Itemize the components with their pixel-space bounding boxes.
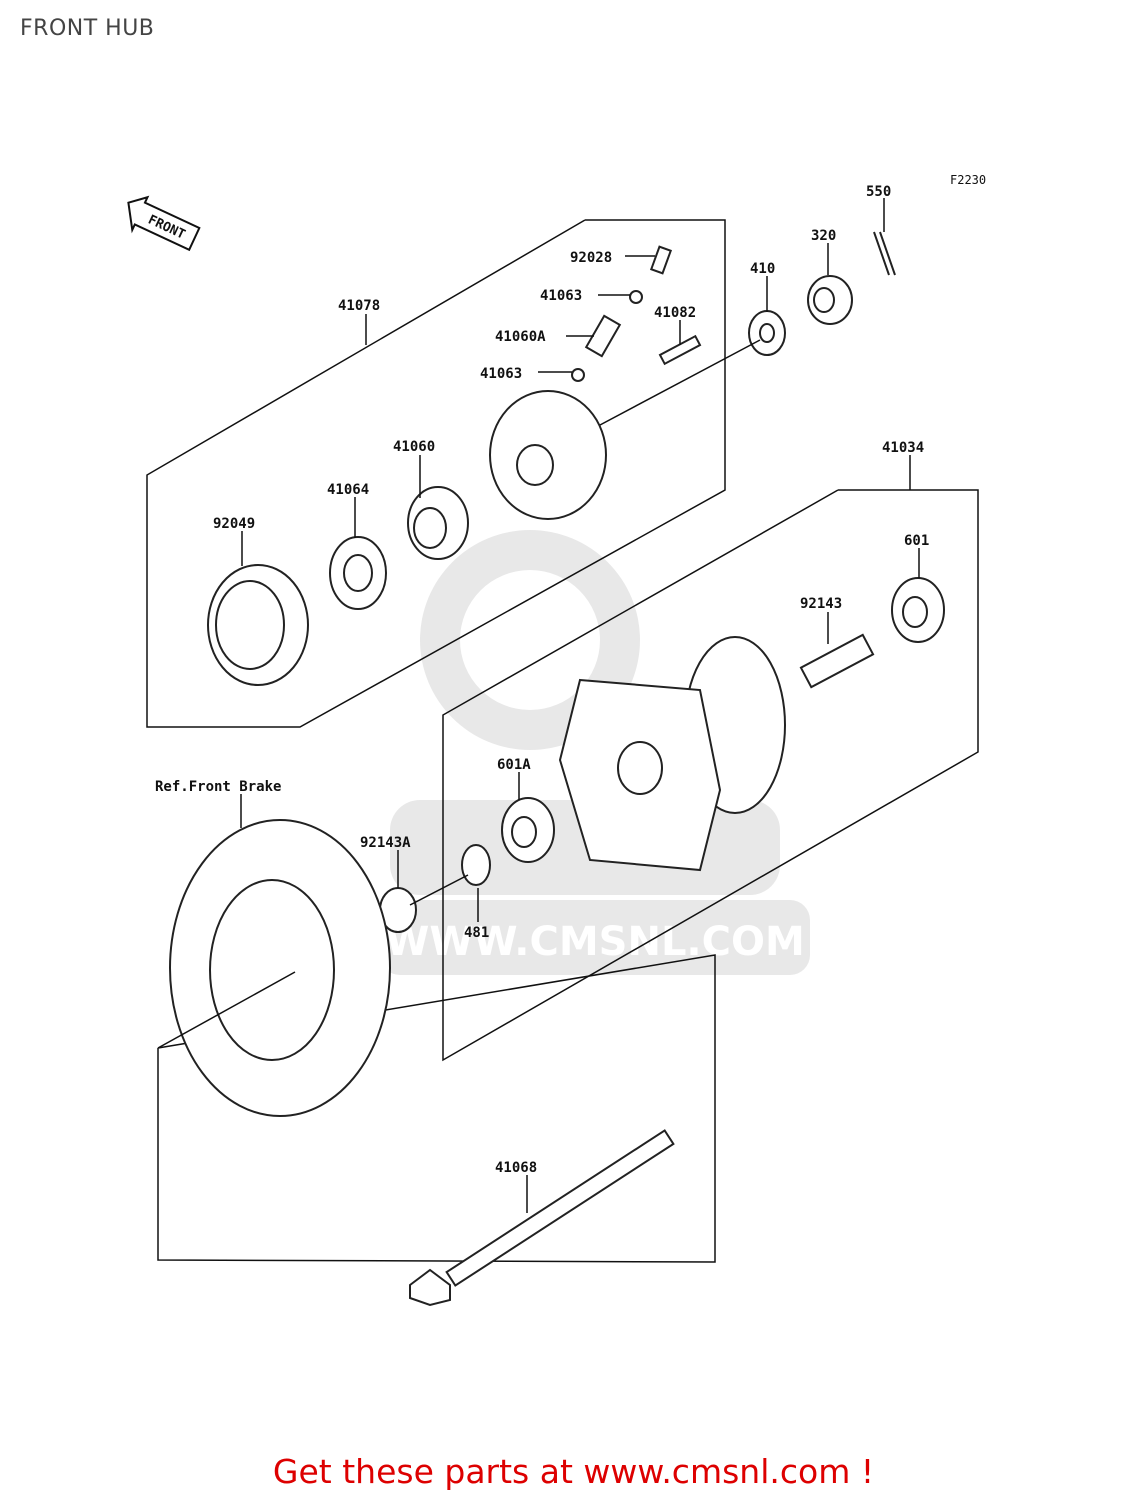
hub-41034-icon	[558, 636, 786, 872]
part-label-481[interactable]: 481	[464, 925, 489, 941]
watermark-text: WWW.CMSNL.COM	[385, 919, 805, 965]
washer-410-icon	[748, 310, 786, 356]
cta-link[interactable]: Get these parts at www.cmsnl.com !	[272, 1452, 875, 1491]
group-outline-41078	[146, 219, 726, 728]
circlip-481-icon	[461, 844, 491, 886]
part-label-41034[interactable]: 41034	[882, 440, 924, 456]
gear-41060-icon	[407, 486, 469, 560]
brake-disc-icon	[169, 819, 391, 1117]
leader-lines	[157, 198, 920, 1213]
group-outline-axle	[157, 954, 716, 1263]
part-label-41068[interactable]: 41068	[495, 1160, 537, 1176]
speedo-housing-icon	[489, 390, 607, 520]
nut-41063-icon	[629, 290, 643, 304]
part-label-41064[interactable]: 41064	[327, 482, 369, 498]
gear-41060A-icon	[584, 314, 622, 358]
page-title: FRONT HUB	[20, 16, 155, 41]
bearing-601-icon	[891, 577, 945, 643]
fitting-92028-icon	[649, 245, 673, 275]
reference-label: Ref.Front Brake	[155, 779, 281, 795]
part-label-41078[interactable]: 41078	[338, 298, 380, 314]
part-label-550[interactable]: 550	[866, 184, 891, 200]
part-label-92049[interactable]: 92049	[213, 516, 255, 532]
nut-41063b-icon	[571, 368, 585, 382]
parts-diagram: WWW.CMSNL.COM F2230 FRONT	[127, 173, 986, 1307]
part-label-41060[interactable]: 41060	[393, 439, 435, 455]
oil-seal-92049-icon	[207, 564, 309, 686]
part-label-92028[interactable]: 92028	[570, 250, 612, 266]
part-label-92143A[interactable]: 92143A	[360, 835, 411, 851]
retainer-41064-icon	[329, 536, 387, 610]
pin-41082-icon	[658, 334, 702, 366]
front-arrow-icon: FRONT	[127, 195, 201, 252]
part-label-41082[interactable]: 41082	[654, 305, 696, 321]
group-outline-41034	[442, 489, 979, 1062]
split-pin-icon	[873, 231, 896, 276]
part-label-41063b[interactable]: 41063	[480, 366, 522, 382]
bearing-601A-icon	[501, 797, 555, 863]
figure-code: F2230	[950, 173, 986, 187]
part-label-601[interactable]: 601	[904, 533, 929, 549]
part-label-92143[interactable]: 92143	[800, 596, 842, 612]
part-label-320[interactable]: 320	[811, 228, 836, 244]
axle-41068-icon	[409, 1129, 675, 1307]
spacer-92143-icon	[799, 633, 875, 689]
part-label-41060A[interactable]: 41060A	[495, 329, 546, 345]
part-label-601A[interactable]: 601A	[497, 757, 531, 773]
part-label-410[interactable]: 410	[750, 261, 775, 277]
part-label-41063a[interactable]: 41063	[540, 288, 582, 304]
castle-nut-icon	[807, 275, 853, 325]
